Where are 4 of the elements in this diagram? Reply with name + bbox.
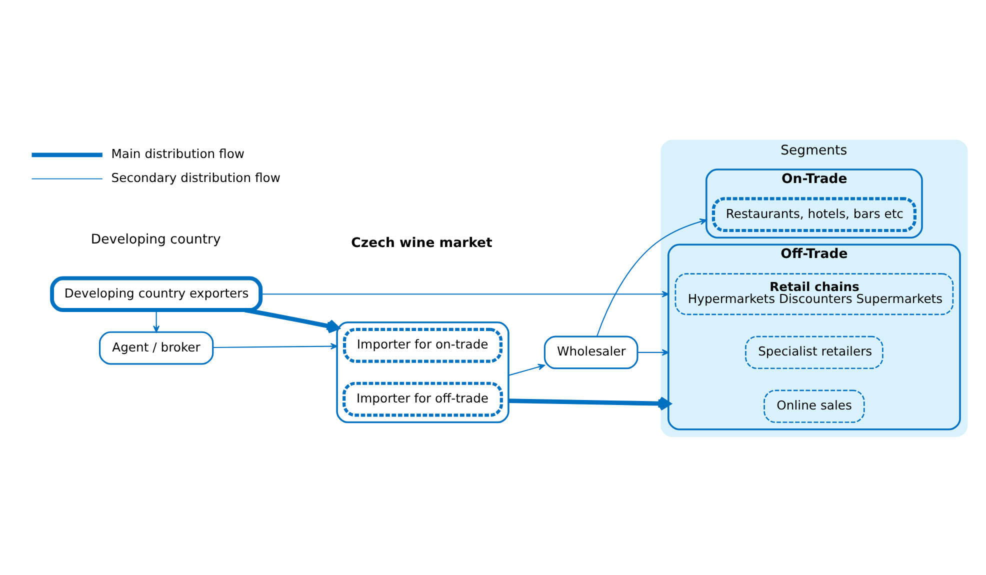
- label: Developing country: [90, 232, 221, 248]
- label: Czech wine market: [351, 236, 492, 251]
- legend-label: Secondary distribution flow: [111, 171, 280, 186]
- legend-label: Main distribution flow: [111, 147, 245, 162]
